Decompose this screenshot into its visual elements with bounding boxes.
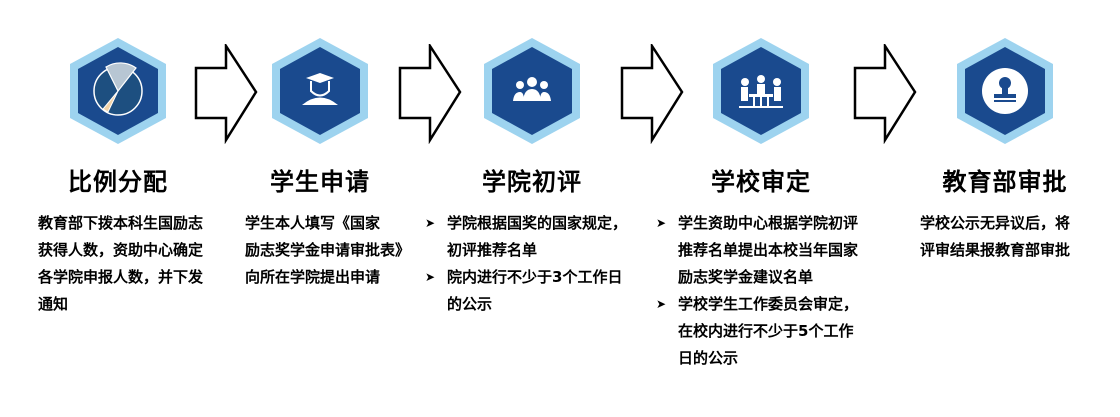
bullet-arrow-icon: ➤ (656, 216, 667, 230)
text-line: 在校内进行不少于5个工作 (678, 322, 854, 340)
step-description: 学生本人填写《国家 励志奖学金申请审批表》 向所在学院提出申请 (245, 210, 410, 291)
text-line: 学校公示无异议后，将 (920, 214, 1071, 232)
bullet-arrow-icon: ➤ (425, 216, 436, 230)
arrow-right-icon (853, 44, 917, 144)
text-line: 推荐名单提出本校当年国家 (678, 241, 859, 259)
step-title: 学校审定 (711, 168, 811, 196)
text-line: 通知 (38, 295, 69, 313)
text-line: 学生资助中心根据学院初评 (678, 214, 859, 232)
step-description: 教育部下拨本科生国励志 获得人数，资助中心确定 各学院申报人数，并下发 通知 (38, 210, 203, 318)
step-description: 学校公示无异议后，将 评审结果报教育部审批 (920, 210, 1070, 264)
text-line: 励志奖学金建议名单 (678, 268, 814, 286)
text-line: 日的公示 (678, 349, 739, 367)
step-title: 比例分配 (68, 168, 168, 196)
step-title: 学生申请 (270, 168, 370, 196)
text-line: 各学院申报人数，并下发 (38, 268, 204, 286)
graduate-icon (272, 38, 368, 144)
arrow-right-icon (398, 44, 462, 144)
text-line: 学生本人填写《国家 (245, 214, 381, 232)
text-line: 励志奖学金申请审批表》 (245, 241, 411, 259)
step-title: 学院初评 (482, 168, 582, 196)
text-line: 教育部下拨本科生国励志 (38, 214, 204, 232)
bullet-arrow-icon: ➤ (656, 297, 667, 311)
group-icon (484, 38, 580, 144)
arrow-right-icon (194, 44, 258, 144)
bullet-arrow-icon: ➤ (425, 270, 436, 284)
text-line: 初评推荐名单 (447, 241, 538, 259)
text-line: 的公示 (447, 295, 493, 313)
bullet-item: ➤ 学生资助中心根据学院初评 推荐名单提出本校当年国家 励志奖学金建议名单 (656, 210, 858, 291)
text-line: 学校学生工作委员会审定， (678, 295, 859, 313)
stamp-icon (957, 38, 1053, 144)
text-line: 学院根据国奖的国家规定， (447, 214, 628, 232)
step-description: ➤ 学生资助中心根据学院初评 推荐名单提出本校当年国家 励志奖学金建议名单 ➤ … (656, 210, 858, 372)
step-title: 教育部审批 (942, 168, 1068, 196)
text-line: 获得人数，资助中心确定 (38, 241, 204, 259)
bullet-item: ➤ 学院根据国奖的国家规定， 初评推荐名单 (425, 210, 627, 264)
bullet-item: ➤ 院内进行不少于3个工作日 的公示 (425, 264, 627, 318)
text-line: 向所在学院提出申请 (245, 268, 381, 286)
arrow-right-icon (620, 44, 684, 144)
meeting-icon (713, 38, 809, 144)
text-line: 院内进行不少于3个工作日 (447, 268, 623, 286)
pie-chart-icon (70, 38, 166, 144)
bullet-item: ➤ 学校学生工作委员会审定， 在校内进行不少于5个工作 日的公示 (656, 291, 858, 372)
text-line: 评审结果报教育部审批 (920, 241, 1071, 259)
step-description: ➤ 学院根据国奖的国家规定， 初评推荐名单 ➤ 院内进行不少于3个工作日 的公示 (425, 210, 627, 318)
